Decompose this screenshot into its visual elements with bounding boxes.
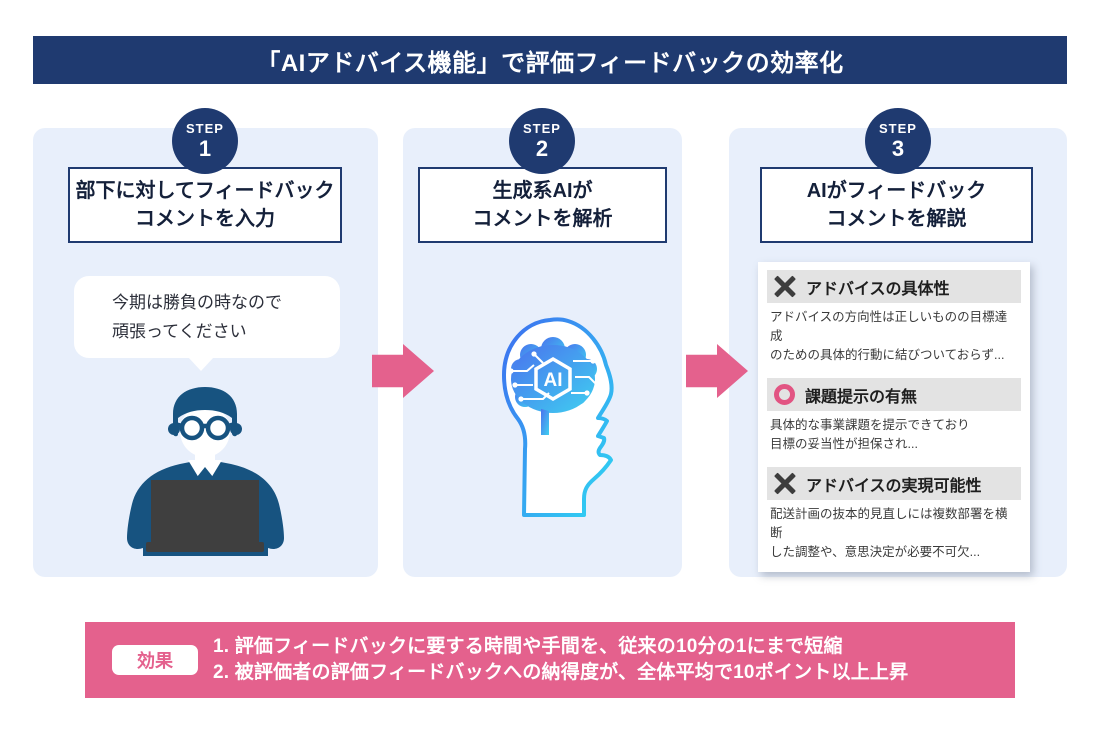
analysis-item: アドバイスの実現可能性 配送計画の抜本的見直しには複数部署を横断 した調整や、意… bbox=[767, 467, 1021, 562]
analysis-item-header: 課題提示の有無 bbox=[767, 378, 1021, 411]
title-banner: 「AIアドバイス機能」で評価フィードバックの効率化 bbox=[33, 36, 1067, 84]
step3-heading-box: AIがフィードバック コメントを解説 bbox=[760, 167, 1033, 243]
analysis-item-title: 課題提示の有無 bbox=[805, 388, 918, 406]
ai-analysis-icon: AI bbox=[488, 315, 620, 525]
step2-badge-number: 2 bbox=[535, 136, 549, 161]
step2-badge: STEP 2 bbox=[509, 108, 575, 174]
step3-badge-number: 3 bbox=[891, 136, 905, 161]
analysis-item-body: 配送計画の抜本的見直しには複数部署を横断 した調整や、意思決定が必要不可欠... bbox=[767, 505, 1021, 562]
step3-badge: STEP 3 bbox=[865, 108, 931, 174]
analysis-body-line: 目標の妥当性が担保され... bbox=[770, 437, 918, 451]
circle-mark-icon bbox=[774, 384, 795, 405]
step2-heading-line1: 生成系AIが bbox=[492, 179, 593, 202]
laptop-base bbox=[146, 542, 264, 552]
effect-label: 効果 bbox=[112, 645, 198, 675]
bubble-line1: 今期は勝負の時なので bbox=[112, 293, 282, 312]
analysis-body-line: アドバイスの方向性は正しいものの目標達成 bbox=[770, 310, 1008, 343]
step2-heading-box: 生成系AIが コメントを解析 bbox=[418, 167, 667, 243]
glasses-icon bbox=[174, 415, 236, 441]
step1-heading-line2: コメントを入力 bbox=[135, 208, 275, 230]
step1-badge-word: STEP bbox=[186, 121, 224, 136]
manager-icon bbox=[118, 384, 293, 561]
step1-badge-number: 1 bbox=[198, 136, 212, 161]
ai-brain-head-icon: AI bbox=[502, 317, 614, 517]
step3-heading-line1: AIがフィードバック bbox=[806, 179, 987, 202]
circuit-brain: AI bbox=[508, 337, 600, 435]
analysis-item: 課題提示の有無 具体的な事業課題を提示できており 目標の妥当性が担保され... bbox=[767, 378, 1021, 454]
effect-banner: 効果 1. 評価フィードバックに要する時間や手間を、従来の10分の1にまで短縮 … bbox=[85, 622, 1015, 698]
step1-heading-box: 部下に対してフィードバック コメントを入力 bbox=[68, 167, 342, 243]
ai-label: AI bbox=[544, 370, 563, 391]
effect-line1: 1. 評価フィードバックに要する時間や手間を、従来の10分の1にまで短縮 bbox=[213, 636, 843, 657]
analysis-body-line: した調整や、意思決定が必要不可欠... bbox=[770, 545, 981, 559]
bubble-line2: 頑張ってください bbox=[112, 322, 247, 341]
x-mark-icon bbox=[774, 473, 796, 495]
analysis-item-title: アドバイスの実現可能性 bbox=[806, 477, 982, 495]
analysis-body-line: 具体的な事業課題を提示できており bbox=[770, 418, 970, 432]
x-mark-icon bbox=[774, 276, 796, 298]
effect-line2: 2. 被評価者の評価フィードバックへの納得度が、全体平均で10ポイント以上上昇 bbox=[213, 662, 909, 683]
step1-badge: STEP 1 bbox=[172, 108, 238, 174]
analysis-item-body: 具体的な事業課題を提示できており 目標の妥当性が担保され... bbox=[767, 416, 1021, 454]
step3-heading-line2: コメントを解説 bbox=[826, 208, 967, 230]
page-title: 「AIアドバイス機能」で評価フィードバックの効率化 bbox=[256, 49, 844, 77]
ai-feedback-card: アドバイスの具体性 アドバイスの方向性は正しいものの目標達成 のための具体的行動… bbox=[758, 262, 1030, 572]
step2-badge-word: STEP bbox=[523, 121, 561, 136]
analysis-item-header: アドバイスの実現可能性 bbox=[767, 467, 1021, 500]
circuit-nodes bbox=[508, 351, 600, 402]
step2-heading-line2: コメントを解析 bbox=[472, 208, 613, 230]
analysis-item-title: アドバイスの具体性 bbox=[806, 280, 950, 298]
analysis-item: アドバイスの具体性 アドバイスの方向性は正しいものの目標達成 のための具体的行動… bbox=[767, 270, 1021, 365]
analysis-body-line: のための具体的行動に結びついておらず... bbox=[770, 348, 1005, 362]
feedback-speech-bubble: 今期は勝負の時なので 頑張ってください bbox=[74, 276, 340, 371]
effect-lines: 1. 評価フィードバックに要する時間や手間を、従来の10分の1にまで短縮 2. … bbox=[213, 634, 908, 686]
laptop-screen bbox=[151, 480, 259, 542]
step3-badge-word: STEP bbox=[879, 121, 917, 136]
analysis-item-header: アドバイスの具体性 bbox=[767, 270, 1021, 303]
analysis-item-body: アドバイスの方向性は正しいものの目標達成 のための具体的行動に結びついておらず.… bbox=[767, 308, 1021, 365]
step1-heading-line1: 部下に対してフィードバック bbox=[75, 179, 335, 202]
manager-at-laptop-icon bbox=[127, 387, 284, 556]
ai-hexagon bbox=[534, 356, 572, 402]
analysis-body-line: 配送計画の抜本的見直しには複数部署を横断 bbox=[770, 507, 1008, 540]
hair bbox=[173, 387, 237, 437]
